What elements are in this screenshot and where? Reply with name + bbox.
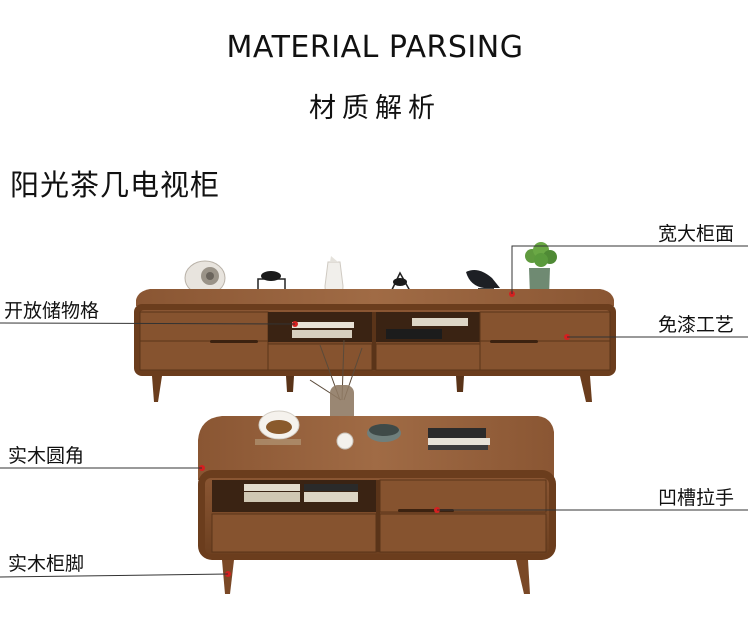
coffee-table: [198, 410, 556, 594]
books: [428, 428, 490, 450]
plant-decor: [525, 242, 557, 296]
bird-decor: [466, 270, 500, 291]
callout-wide-top: 宽大柜面: [658, 223, 735, 245]
callout-lines: [0, 245, 748, 578]
tea-cup: [367, 424, 401, 442]
callout-no-paint: 免漆工艺: [658, 314, 735, 336]
callout-solid-legs: 实木柜脚: [8, 553, 85, 575]
tv-cabinet: [134, 242, 616, 402]
title-english: MATERIAL PARSING: [226, 30, 524, 65]
callout-groove-handle: 凹槽拉手: [658, 487, 735, 509]
snack-bowl: [258, 410, 300, 440]
callout-open-storage: 开放储物格: [4, 300, 100, 322]
callout-solid-corner: 实木圆角: [8, 445, 85, 467]
product-name: 阳光茶几电视柜: [10, 168, 221, 202]
speaker-decor: [184, 260, 226, 297]
title-chinese: 材质解析: [309, 93, 441, 124]
